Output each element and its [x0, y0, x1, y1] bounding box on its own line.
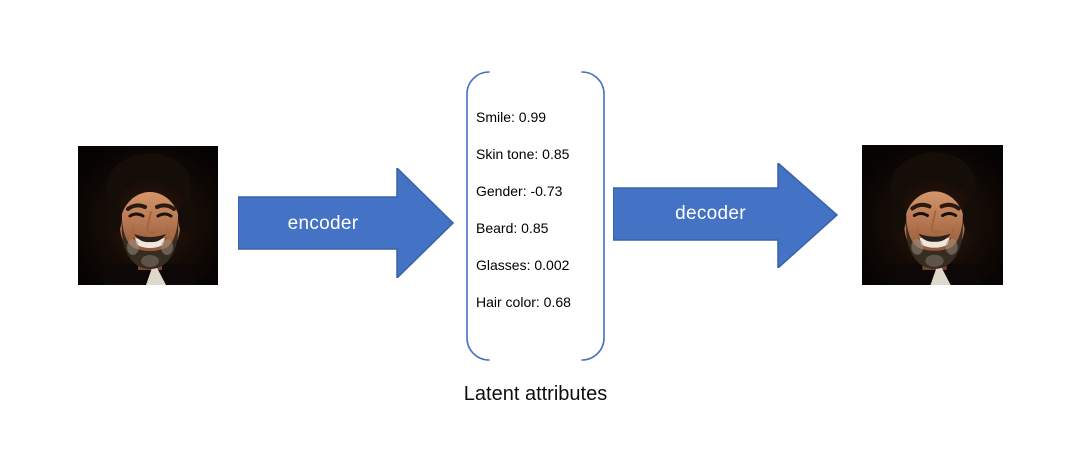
decoder-arrow-shape [613, 163, 838, 268]
encoder-arrow-shape [238, 168, 454, 278]
input-face-image [78, 146, 218, 285]
decoder-label: decoder [675, 203, 746, 224]
latent-attributes-caption: Latent attributes [463, 383, 608, 405]
right-bracket [581, 71, 605, 361]
latent-attribute-beard: Beard: 0.85 [476, 220, 549, 236]
latent-attribute-gender: Gender: -0.73 [476, 183, 563, 199]
reconstructed-face-image [862, 145, 1003, 285]
encoder-arrow [238, 168, 454, 278]
latent-attributes-list: Smile: 0.99 Skin tone: 0.85 Gender: -0.7… [476, 107, 601, 313]
latent-attribute-hair-color: Hair color: 0.68 [476, 294, 571, 310]
latent-bracket-shape [466, 71, 605, 361]
latent-attribute-smile: Smile: 0.99 [476, 109, 547, 125]
encoder-label: encoder [287, 212, 359, 234]
left-bracket [466, 71, 490, 361]
latent-attribute-skin-tone: Skin tone: 0.85 [476, 146, 570, 162]
decoder-arrow [613, 163, 838, 268]
latent-attribute-glasses: Glasses: 0.002 [476, 257, 570, 273]
